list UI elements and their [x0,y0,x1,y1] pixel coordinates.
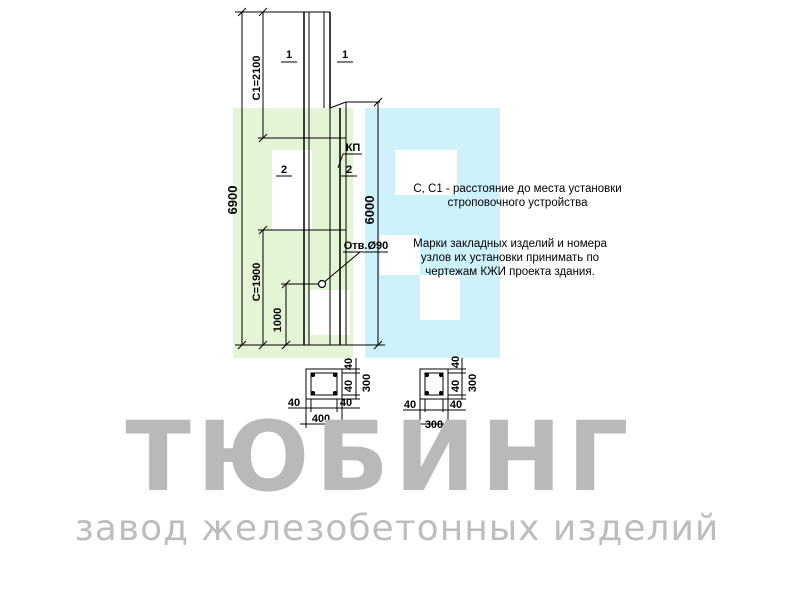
hole-height-label: 1000 [272,308,284,332]
segment-upper-label: С1=2100 [251,56,263,101]
section-2-cover-left: 40 [404,399,416,411]
mark-1-right: 1 [342,49,348,61]
section-1-cover-top: 40 [343,358,355,370]
section-1-height: 300 [361,374,373,392]
lifting-note: С, С1 - расстояние до места установки ст… [413,183,622,209]
section-1-cover-left: 40 [288,397,300,409]
overall-height-label: 6900 [225,186,240,215]
section-2 [403,358,466,428]
section-2-cover-right: 40 [450,399,462,411]
section-1-width: 400 [312,413,330,425]
mark-2-right: 2 [346,164,352,176]
watermark-subtitle: завод железобетонных изделий [75,508,720,549]
section-2-height: 300 [467,374,479,392]
section-1-cover-right: 40 [340,397,352,409]
hole-marker [317,279,327,289]
hole-label: Отв.Ø90 [344,240,389,252]
dimension-lines [235,7,388,350]
section-1-cover-mid: 40 [343,380,355,392]
logo-watermark [233,108,500,358]
section-2-cover-top: 40 [450,356,462,368]
segment-lower-label: С=1900 [251,263,263,302]
section-2-width: 300 [425,419,443,431]
section-2-cover-mid: 40 [450,380,462,392]
mark-2-left: 2 [281,164,287,176]
column-outline [303,11,380,346]
kp-label: КП [346,142,361,154]
section-1 [288,358,360,428]
mark-1-left: 1 [286,49,292,61]
watermark-title: ТЮБИНГ [125,401,634,513]
right-column-height-label: 6000 [362,196,377,225]
embedded-parts-note: Марки закладных изделий и номера узлов и… [413,238,607,278]
